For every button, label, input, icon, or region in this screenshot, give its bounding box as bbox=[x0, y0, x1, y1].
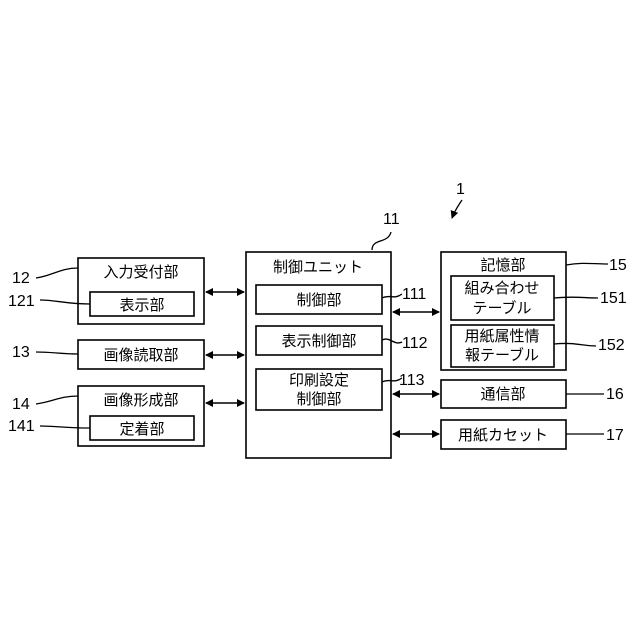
input-unit: 入力受付部 表示部 12 121 bbox=[8, 258, 204, 324]
cassette-unit-ref: 17 bbox=[606, 427, 624, 444]
control-unit: 制御ユニット 11 制御部 111 表示制御部 112 印刷設定 制御部 113 bbox=[246, 211, 428, 458]
cassette-unit: 用紙カセット 17 bbox=[441, 420, 624, 449]
control-module-112-label: 表示制御部 bbox=[281, 332, 356, 350]
storage-unit-ref: 15 bbox=[609, 257, 627, 274]
former-unit: 画像形成部 定着部 14 141 bbox=[8, 386, 204, 446]
former-subunit-label: 定着部 bbox=[119, 420, 164, 438]
storage-table-152-ref: 152 bbox=[598, 337, 625, 354]
reader-unit-ref: 13 bbox=[12, 344, 30, 361]
input-unit-ref: 12 bbox=[12, 270, 30, 287]
reader-unit: 画像読取部 13 bbox=[12, 340, 204, 369]
control-module-111-label: 制御部 bbox=[296, 291, 341, 309]
cassette-unit-label: 用紙カセット bbox=[458, 426, 548, 444]
control-module-113-ref: 113 bbox=[399, 372, 425, 389]
reader-unit-label: 画像読取部 bbox=[103, 346, 178, 364]
former-subunit-ref: 141 bbox=[8, 418, 35, 435]
storage-unit: 記憶部 15 組み合わせ テーブル 151 用紙属性情 報テーブル 152 bbox=[441, 252, 627, 370]
system-ref: 1 bbox=[452, 181, 465, 218]
comm-unit-label: 通信部 bbox=[480, 385, 525, 403]
comm-unit: 通信部 16 bbox=[441, 380, 624, 408]
control-unit-ref: 11 bbox=[383, 211, 400, 228]
input-subunit-ref: 121 bbox=[8, 293, 35, 310]
control-module-111-ref: 111 bbox=[402, 286, 426, 303]
control-unit-label: 制御ユニット bbox=[273, 258, 363, 276]
storage-unit-label: 記憶部 bbox=[480, 256, 525, 274]
system-ref-label: 1 bbox=[456, 181, 465, 198]
input-unit-label: 入力受付部 bbox=[103, 263, 178, 281]
storage-table-151-label-2: テーブル bbox=[472, 299, 531, 317]
former-unit-ref: 14 bbox=[12, 396, 30, 413]
former-unit-label: 画像形成部 bbox=[103, 391, 178, 409]
input-subunit-label: 表示部 bbox=[119, 296, 164, 314]
storage-table-151-ref: 151 bbox=[600, 290, 627, 307]
storage-table-151-label-1: 組み合わせ bbox=[464, 279, 539, 297]
comm-unit-ref: 16 bbox=[606, 386, 624, 403]
control-module-113-label-2: 制御部 bbox=[296, 390, 341, 408]
control-module-113-label-1: 印刷設定 bbox=[289, 371, 349, 389]
storage-table-152-label-1: 用紙属性情 bbox=[464, 327, 539, 345]
storage-table-152-label-2: 報テーブル bbox=[465, 346, 539, 364]
control-module-112-ref: 112 bbox=[402, 335, 428, 352]
